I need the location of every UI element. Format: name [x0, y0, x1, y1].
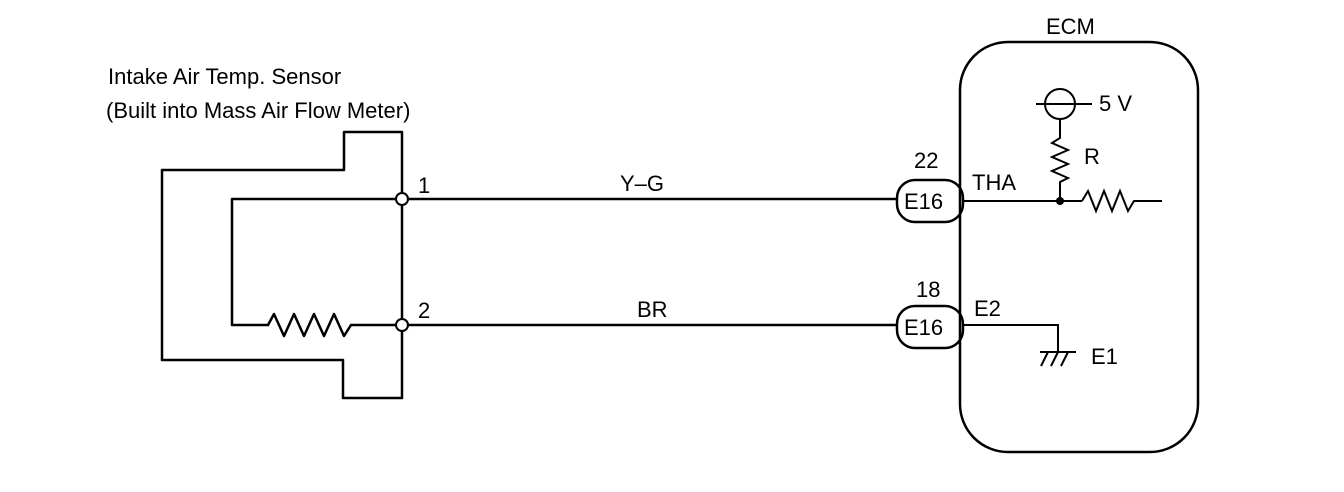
sensor-title: Intake Air Temp. Sensor — [108, 64, 341, 89]
sensor-housing — [160, 130, 404, 400]
wire-y-g-label: Y–G — [620, 171, 664, 196]
connector-e16-top-label: E16 — [904, 189, 943, 214]
sensor-subtitle: (Built into Mass Air Flow Meter) — [106, 98, 410, 123]
ground-e1-label: E1 — [1091, 344, 1118, 369]
e2-label: E2 — [974, 296, 1001, 321]
tha-label: THA — [972, 170, 1016, 195]
e2-line — [963, 324, 1059, 352]
connector-pin-18-label: 18 — [916, 277, 940, 302]
ecm-title: ECM — [1046, 14, 1095, 39]
sensor-pin-2-label: 2 — [418, 298, 430, 323]
tha-junction — [1056, 197, 1064, 205]
sensor-resistor-icon — [266, 312, 404, 338]
sensor-inner-loop — [230, 197, 404, 327]
pullup-resistor-label: R — [1084, 144, 1100, 169]
supply-5v-label: 5 V — [1099, 91, 1132, 116]
connector-pin-22-label: 22 — [914, 148, 938, 173]
sensor-terminal-1 — [395, 192, 409, 206]
connector-e16-bottom — [895, 304, 965, 350]
internal-resistor-icon — [1081, 188, 1162, 214]
ground-icon — [1040, 351, 1076, 367]
sensor-terminal-2 — [395, 318, 409, 332]
pullup-resistor-icon — [1049, 119, 1071, 201]
connector-e16-bottom-label: E16 — [904, 315, 943, 340]
wire-br-label: BR — [637, 297, 668, 322]
ecm-box — [958, 40, 1200, 454]
sensor-pin-1-label: 1 — [418, 173, 430, 198]
